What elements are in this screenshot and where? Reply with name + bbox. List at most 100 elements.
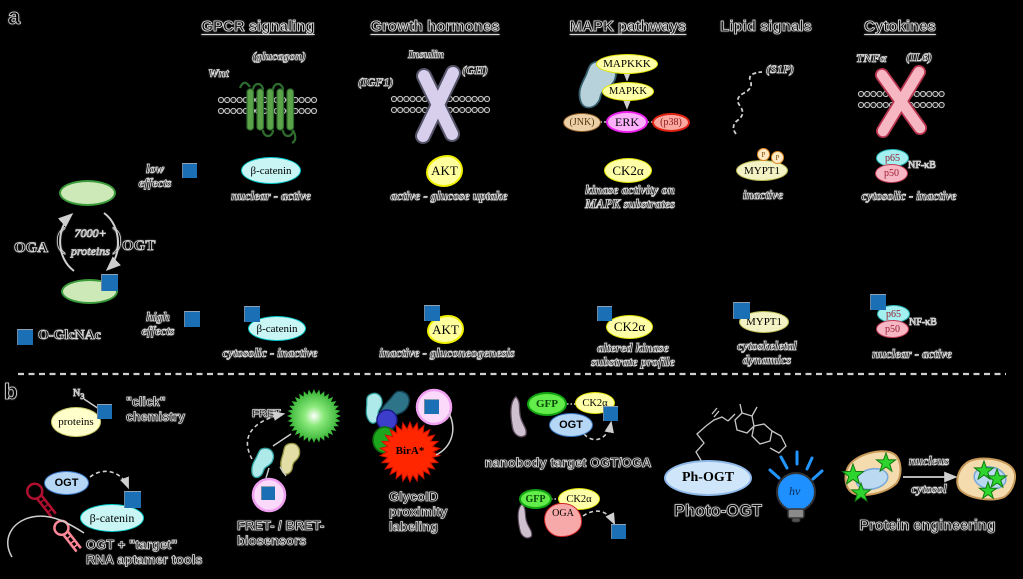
cell-left-icon [839,446,906,503]
ogt-cycle-arrow [103,212,121,272]
azide-label: N3 [73,388,85,402]
oga-nanobody-blob: OGA [544,503,582,537]
legend-o-glcnac-label: O-GlcNAc [38,328,102,344]
header-lipid-signals: Lipid signals [720,18,812,36]
nfkb-label: NF-κB [909,317,938,329]
gpcr-receptor-icon [238,81,297,144]
azide-sub: 3 [80,392,85,402]
mapkkk-oval: MAPKKK [596,54,658,74]
lipid-high-state-line1: cytoskeletal [737,339,797,354]
high-effects-square [184,311,200,327]
fret-label-1: FRET- / BRET- [237,518,325,534]
gpcr-high-state: cytosolic - inactive [222,346,318,361]
ogt-glycosylation-arrow [583,420,614,441]
hv-light-label: hν [789,484,801,498]
bira-label: BirA* [395,445,425,457]
p38-oval: (p38) [652,113,690,132]
ligand-gh: (GH) [462,63,489,78]
mapk-low-state-line1: kinase activity on [585,183,675,198]
akt-blob: AKT [427,315,464,344]
growth-low-state: active - glucose uptake [390,189,508,204]
protein-engineering-label: Protein engineering [859,518,996,535]
glycoid-label-2: proximity [389,504,448,520]
click-glcnac-square [97,404,112,419]
ligand-igf1: (IGF1) [358,75,394,90]
oga-deglycosylation-arrow [582,510,616,526]
azide-bond-line [83,398,100,410]
glycoid-tether-line [435,412,454,456]
header-gpcr-signaling: GPCR signaling [201,18,315,36]
lipid-high-state-line2: dynamics [742,353,792,368]
rtk-receptor-icon [415,65,461,144]
header-cytokines: Cytokines [864,18,937,36]
cell-right-icon [953,452,1019,505]
fret-transfer-arrow [246,411,286,460]
aptamer-glcnac-square [124,491,141,508]
mypt1-glcnac-square [733,302,750,319]
nucleus-label: nucleus [908,454,950,469]
ligand-glucagon: (glucagon) [252,49,307,64]
cytokine-receptor-icon [875,65,927,138]
rna-hairpin-dark-icon [25,482,57,518]
mapk-high-state: altered kinase substrate profile [558,341,708,370]
fluorophore-glow-icon [287,389,341,443]
beta-catenin-target-oval: β-catenin [80,504,144,532]
linker-line [265,467,270,479]
photocage-structure-icon [695,403,787,463]
mapk-low-state: kinase activity on MAPK substrates [555,183,705,212]
oga-enzyme-label: OGA [14,240,49,257]
low-word: low [145,162,165,177]
oga-cycle-arrow [58,213,75,272]
fret-label-2: biosensors [237,533,307,549]
aptamer-label-2: RNA aptamer tools [86,552,203,568]
lipid-high-state: cytoskeletal dynamics [692,339,842,368]
nanobody-label: nanobody target OGT/OGA [484,455,652,471]
ck2a-oval: CK2α [606,315,653,339]
ligand-insulin: Insulin [408,47,445,62]
click-chemistry-label-1: "click" [126,395,166,410]
akt-glcnac-square [424,305,440,321]
gpcr-low-state: nuclear - active [231,189,312,204]
legend-o-glcnac-square [17,329,33,345]
ck2a-oval: CK2α [604,158,652,183]
glycoid-glcnac-square [424,399,439,414]
p50-oval: p50 [875,164,908,183]
beta-catenin-oval: β-catenin [241,157,301,184]
mapkk-oval: MAPKK [602,82,654,101]
linker-line [272,433,292,447]
nanobody-bottom-glcnac-square [611,524,626,539]
unmodified-protein-oval [59,180,116,206]
ogt-nanobody-oval: OGT [549,413,593,437]
s1p-lipid-squiggle-icon [732,71,763,135]
high-word: high [146,310,170,325]
high-effects-label: high effects [132,310,184,339]
light-bulb-icon [768,450,824,523]
p50-oval: p50 [876,320,909,338]
mapk-high-state-line2: substrate profile [591,355,675,370]
bira-burst-icon [378,420,442,484]
glycoid-label-3: labeling [389,519,439,535]
low-word2: effects [138,176,172,191]
gfp-oval: GFP [527,392,567,416]
cycle-count-proteins: proteins [71,244,111,259]
panel-b-label: b [4,379,18,405]
nfkb-glcnac-square [870,294,886,310]
cycle-count: 7000+ [74,226,107,241]
cytokine-low-state: cytosolic - inactive [861,189,957,204]
nanobody-icon [516,503,535,539]
erk-oval: ERK [606,111,648,133]
aptamer-label-1: OGT + "target" [86,537,178,553]
panel-a-label: a [8,4,21,30]
fret-glcnac-square [261,486,275,500]
glycoid-label-1: GlycoID [389,489,439,505]
aptamer-loop-line [7,515,85,558]
high-word2: effects [141,324,175,339]
phospho-p-circle: P [757,148,770,161]
ogt-enzyme-label: OGT [122,238,156,255]
header-mapk-pathways: MAPK pathways [569,18,687,36]
akt-blob: AKT [426,155,463,187]
click-chemistry-label-2: chemistry [126,410,186,425]
ck2a-glcnac-square [597,306,612,321]
